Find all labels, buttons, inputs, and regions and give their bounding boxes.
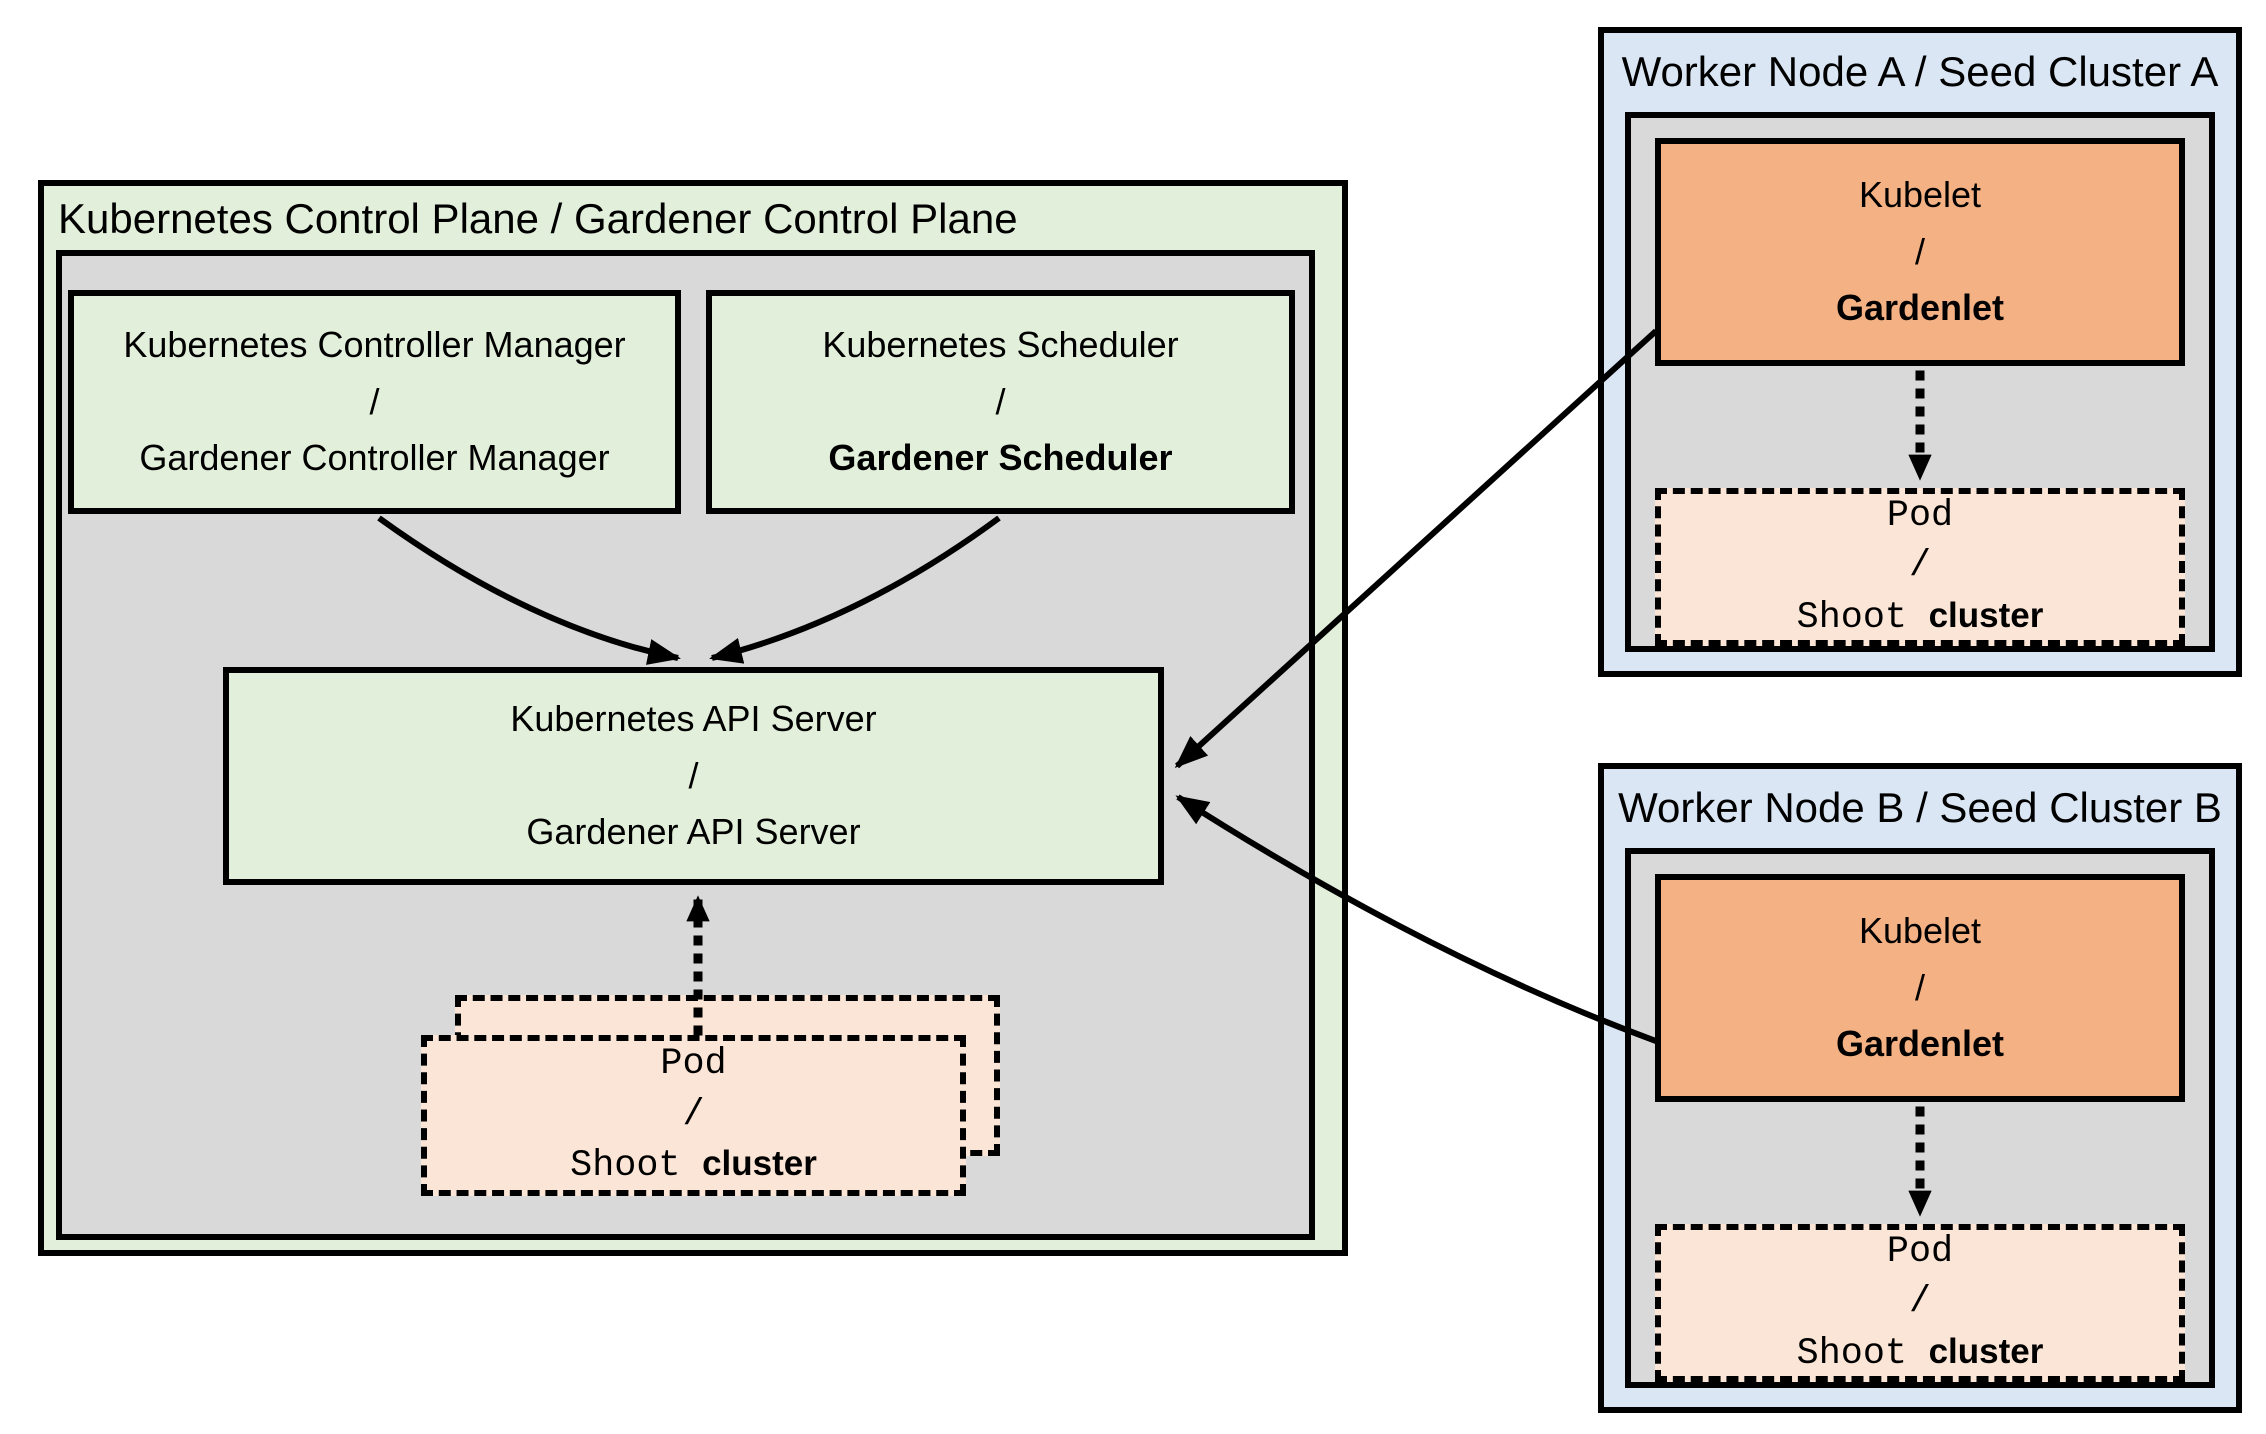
worker-node-a-box: Worker Node A / Seed Cluster A Kubelet /…: [1598, 27, 2242, 677]
pod-shoot-box: Pod / Shoot cluster: [421, 1035, 966, 1196]
pod-a-label-shoot: Shoot: [1796, 596, 1907, 639]
api-server-label-top: Kubernetes API Server: [510, 697, 877, 739]
controller-manager-box: Kubernetes Controller Manager / Gardener…: [68, 290, 681, 514]
control-plane-inner-box: Kubernetes Controller Manager / Gardener…: [56, 250, 1315, 1240]
pod-shoot-a-box: Pod / Shoot cluster: [1655, 488, 2185, 646]
scheduler-label-separator: /: [995, 380, 1006, 422]
pod-label-top: Pod: [660, 1043, 727, 1086]
kubelet-a-label-top: Kubelet: [1858, 173, 1982, 215]
controller-manager-label-bottom: Gardener Controller Manager: [139, 437, 610, 479]
kubelet-a-label-bottom: Gardenlet: [1835, 287, 2005, 329]
pod-label-separator: /: [682, 1093, 705, 1136]
worker-node-a-title: Worker Node A / Seed Cluster A: [1621, 48, 2219, 95]
kubelet-a-box: Kubelet / Gardenlet: [1655, 138, 2185, 366]
worker-node-a-inner-box: Kubelet / Gardenlet Pod / Shoot cluster: [1625, 112, 2215, 652]
worker-node-b-inner-box: Kubelet / Gardenlet Pod / Shoot cluster: [1625, 848, 2215, 1388]
scheduler-box: Kubernetes Scheduler / Gardener Schedule…: [706, 290, 1295, 514]
kubelet-b-label-separator: /: [1914, 966, 1925, 1008]
api-server-label-bottom: Gardener API Server: [526, 811, 861, 853]
pod-a-label-separator: /: [1908, 545, 1932, 588]
control-plane-title: Kubernetes Control Plane / Gardener Cont…: [58, 195, 1018, 242]
api-server-box: Kubernetes API Server / Gardener API Ser…: [223, 667, 1164, 885]
controller-manager-label-separator: /: [369, 380, 380, 422]
pod-b-label-cluster: cluster: [1928, 1331, 2044, 1371]
pod-a-label-top: Pod: [1886, 494, 1954, 537]
pod-b-label-top: Pod: [1886, 1230, 1954, 1273]
worker-node-b-box: Worker Node B / Seed Cluster B Kubelet /…: [1598, 763, 2242, 1413]
kubelet-b-label-bottom: Gardenlet: [1835, 1023, 2005, 1065]
pod-shoot-b-box: Pod / Shoot cluster: [1655, 1224, 2185, 1382]
pod-label-shoot: Shoot: [570, 1145, 681, 1188]
scheduler-label-bottom: Gardener Scheduler: [828, 437, 1173, 479]
pod-b-label-separator: /: [1908, 1281, 1932, 1324]
kubelet-a-label-separator: /: [1914, 230, 1925, 272]
pod-b-label-shoot: Shoot: [1796, 1332, 1907, 1375]
pod-a-label-bottom: Shoot cluster: [1797, 592, 2044, 643]
scheduler-label-top: Kubernetes Scheduler: [822, 323, 1179, 365]
api-server-label-separator: /: [688, 754, 699, 796]
controller-manager-label-top: Kubernetes Controller Manager: [123, 323, 626, 365]
pod-label-bottom: Shoot cluster: [570, 1140, 817, 1191]
kubelet-b-box: Kubelet / Gardenlet: [1655, 874, 2185, 1102]
pod-b-label-bottom: Shoot cluster: [1797, 1328, 2044, 1379]
control-plane-box: Kubernetes Control Plane / Gardener Cont…: [38, 180, 1348, 1256]
pod-a-label-cluster: cluster: [1928, 595, 2044, 635]
kubelet-b-label-top: Kubelet: [1858, 909, 1982, 951]
pod-label-cluster: cluster: [702, 1144, 817, 1184]
worker-node-b-title: Worker Node B / Seed Cluster B: [1618, 784, 2222, 831]
